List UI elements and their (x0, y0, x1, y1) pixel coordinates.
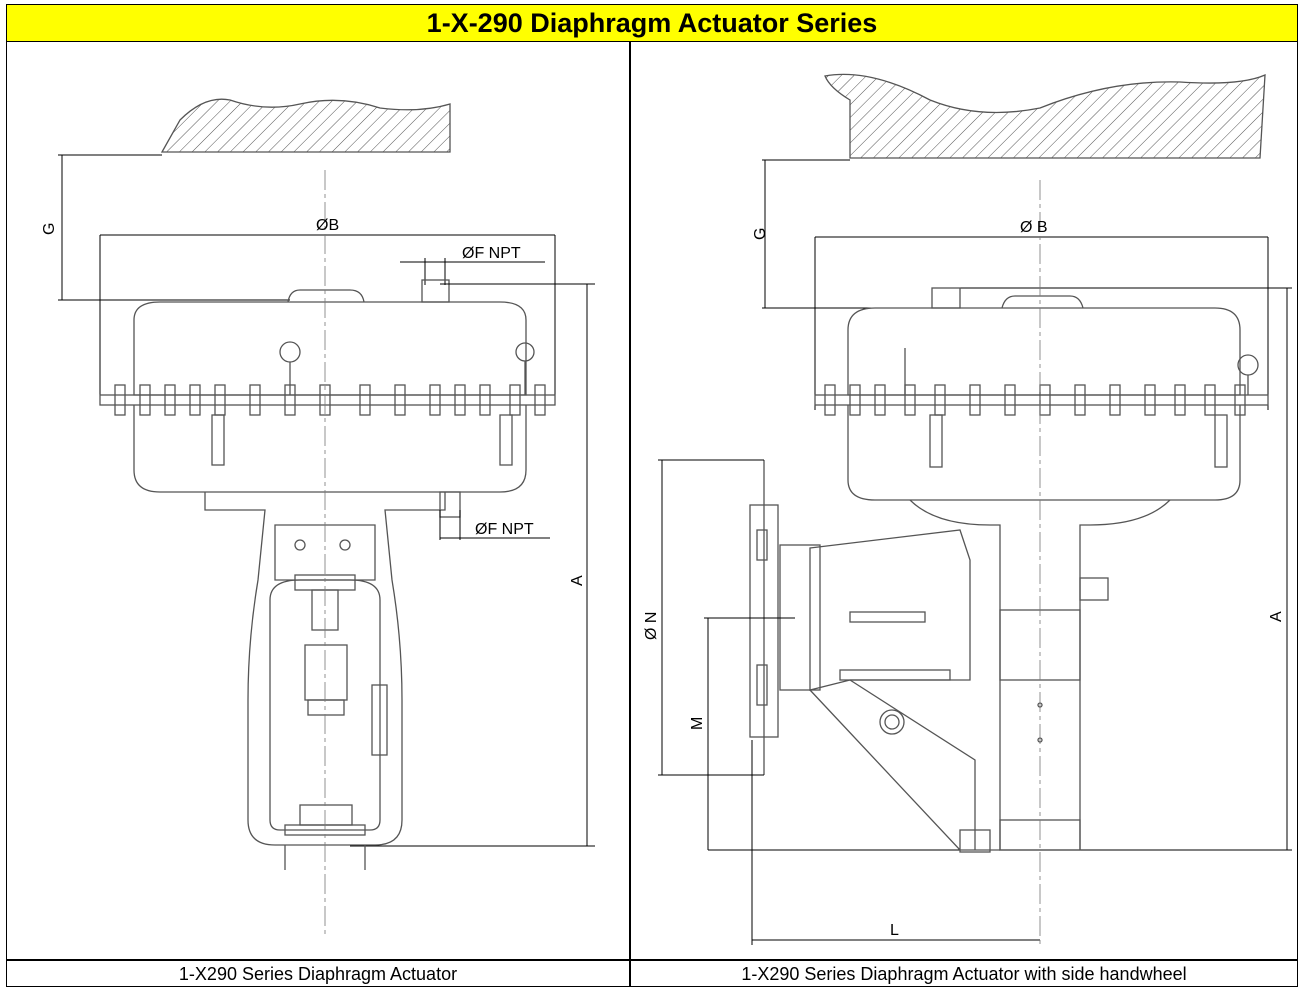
left-label-F-top: ØF NPT (462, 245, 521, 262)
right-label-N: Ø N (643, 612, 660, 640)
page-title: 1-X-290 Diaphragm Actuator Series (6, 4, 1298, 42)
left-lower-casing (133, 405, 527, 493)
right-label-B: Ø B (1020, 219, 1048, 236)
left-label-B: ØB (316, 217, 339, 234)
right-label-M: M (689, 717, 706, 730)
left-upper-casing (133, 301, 527, 396)
right-lower-casing (847, 405, 1241, 501)
left-label-A: A (569, 575, 586, 586)
right-mount-surface (824, 73, 1266, 159)
left-flange (99, 394, 556, 406)
right-flange-bolts (824, 384, 1246, 416)
caption-left: 1-X290 Series Diaphragm Actuator (178, 963, 458, 984)
right-label-L: L (890, 922, 899, 939)
right-gearbox (809, 529, 971, 691)
drawing-frame (6, 42, 1298, 987)
left-actuator-drawing (58, 98, 595, 935)
right-actuator-drawing (658, 73, 1292, 945)
right-label-G: G (752, 228, 769, 240)
left-mount-surface (160, 98, 451, 153)
left-label-G: G (41, 223, 58, 235)
panel-divider (629, 42, 631, 987)
left-label-F-side: ØF NPT (475, 521, 534, 538)
caption-right: 1-X290 Series Diaphragm Actuator with si… (741, 963, 1187, 984)
right-flange (814, 394, 1269, 406)
left-flange-bolts (114, 384, 546, 416)
right-label-A: A (1268, 611, 1285, 622)
caption-divider (6, 959, 1298, 961)
right-upper-casing (847, 307, 1241, 396)
